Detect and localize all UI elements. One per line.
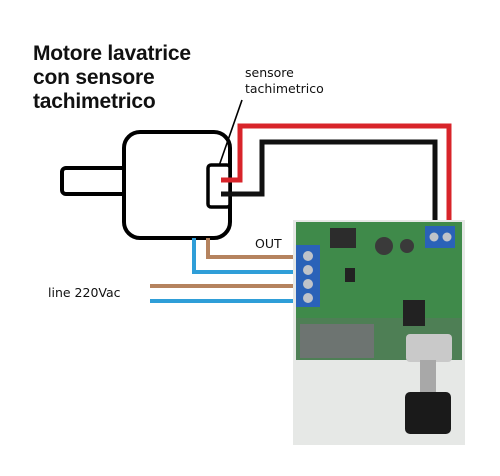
tacho-sensor (206, 163, 232, 209)
terminal-screw-6 (442, 232, 452, 242)
title-line-3: tachimetrico (33, 90, 156, 113)
sensor-wire-red (221, 123, 452, 228)
motor-shaft (60, 166, 130, 196)
sensor-label-line-1: sensore (245, 65, 294, 80)
capacitor-2 (400, 239, 414, 253)
motor-wire-blue (192, 238, 300, 274)
line-voltage-label: line 220Vac (48, 285, 121, 300)
sensor-label-line-2: tachimetrico (245, 81, 324, 96)
terminal-screw-4 (303, 293, 313, 303)
terminal-screw-2 (303, 265, 313, 275)
ic-chip (403, 300, 425, 326)
terminal-screw-1 (303, 251, 313, 261)
title-line-2: con sensore (33, 66, 155, 89)
capacitor (375, 237, 393, 255)
out-label: OUT (255, 236, 282, 251)
potentiometer-body (406, 334, 452, 362)
heatsink (300, 324, 374, 358)
pcb-board (293, 220, 465, 445)
title-line-1: Motore lavatrice (33, 42, 191, 65)
terminal-screw-5 (429, 232, 439, 242)
potentiometer-shaft (420, 360, 436, 394)
motor-wire-brown (206, 238, 300, 259)
sensor-pointer-line (218, 99, 243, 167)
sensor-wire-black (221, 139, 438, 228)
transistor (345, 268, 355, 282)
terminal-screw-3 (303, 279, 313, 289)
terminal-block-top (425, 226, 455, 248)
triac (330, 228, 356, 248)
knob (405, 392, 451, 434)
